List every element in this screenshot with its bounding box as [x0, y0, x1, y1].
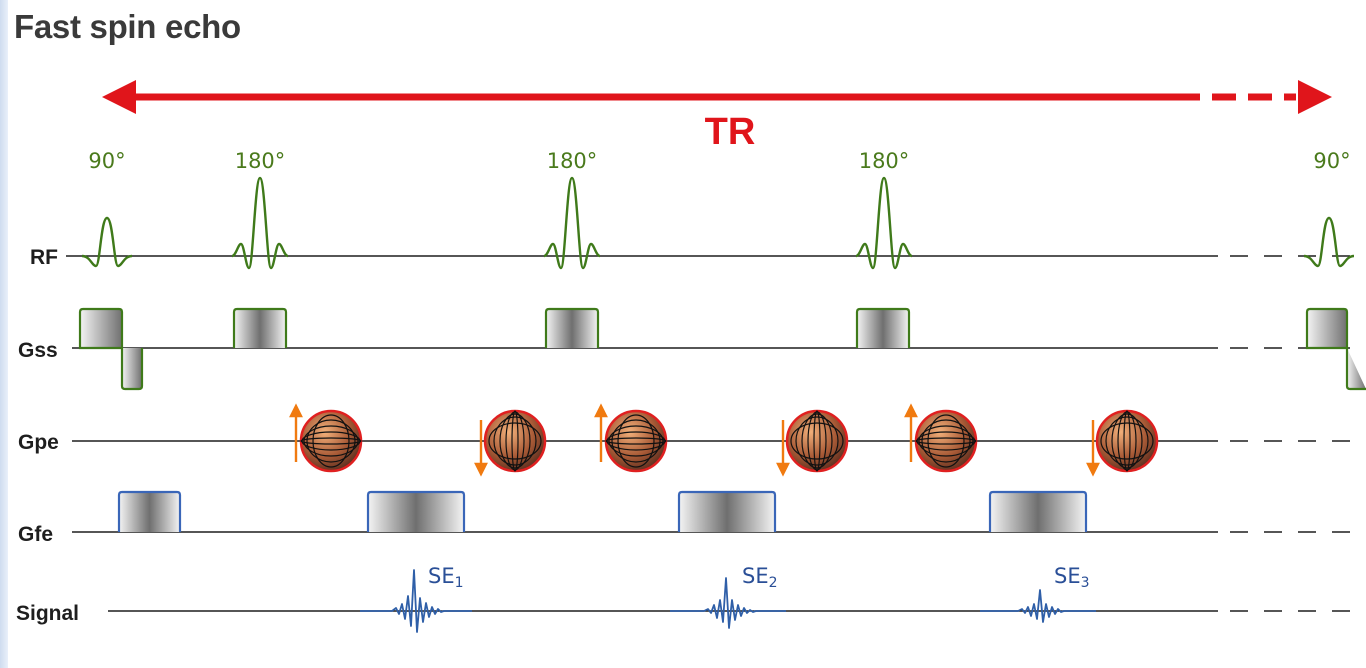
- rf-pulse-180-2: [543, 176, 601, 270]
- rf-pulse-90-end: [1303, 216, 1355, 268]
- gfe-readout-2: [677, 490, 777, 532]
- angle-label-180-3: 180°: [859, 149, 910, 173]
- left-edge-strip: [0, 0, 8, 668]
- echo-label-3: SE3: [1054, 564, 1090, 591]
- gfe-readout-3: [988, 490, 1088, 532]
- phase-blip-5: [914, 409, 978, 473]
- gpe-row-label: Gpe: [18, 431, 59, 454]
- gfe-gradients: [117, 490, 1088, 532]
- down-arrow-icon: [474, 420, 488, 477]
- tr-label: TR: [705, 111, 756, 153]
- down-arrow-icon: [1086, 420, 1100, 477]
- up-arrow-icon: [904, 403, 918, 462]
- phase-blip-4: [785, 409, 849, 473]
- rf-row-label: RF: [30, 246, 58, 269]
- angle-label-90-end: 90°: [1313, 149, 1350, 173]
- gss-row-label: Gss: [18, 339, 58, 362]
- up-arrow-icon: [289, 403, 303, 462]
- gfe-dephase-lobe: [117, 490, 182, 532]
- up-arrow-icon: [594, 403, 608, 462]
- angle-label-90-start: 90°: [88, 149, 125, 173]
- gss-gradients: [78, 307, 1366, 391]
- spin-echo-2: [670, 577, 786, 629]
- phase-blip-6: [1095, 409, 1159, 473]
- rf-pulse-90-start: [81, 216, 133, 268]
- phase-blip-1: [299, 409, 363, 473]
- down-arrow-icon: [776, 420, 790, 477]
- rf-pulse-180-1: [231, 176, 289, 270]
- phase-blip-3: [604, 409, 668, 473]
- angle-label-180-1: 180°: [235, 149, 286, 173]
- gss-rephase-lobe: [120, 348, 144, 391]
- gfe-readout-1: [366, 490, 466, 532]
- spin-echo-3: [980, 589, 1096, 623]
- echo-label-1: SE1: [428, 564, 464, 591]
- spin-echo-1: [360, 569, 472, 633]
- signal-echoes: [360, 569, 1096, 633]
- gss-slice-select-180-3: [855, 307, 911, 348]
- gfe-row-label: Gfe: [18, 523, 53, 546]
- rf-pulse-180-3: [855, 176, 913, 270]
- tr-arrow-left-head: [102, 80, 136, 114]
- signal-row-label: Signal: [16, 602, 79, 625]
- gss-slice-select-90-end: [1305, 307, 1349, 350]
- gss-slice-select-180-1: [232, 307, 288, 348]
- phase-blip-2: [483, 409, 547, 473]
- rf-pulses: [81, 176, 1355, 270]
- tr-arrow: [102, 80, 1332, 114]
- page-title: Fast spin echo: [14, 8, 241, 45]
- angle-label-180-2: 180°: [547, 149, 598, 173]
- phase-arrows: [289, 403, 1100, 477]
- tr-arrow-right-head: [1298, 80, 1332, 114]
- gss-rephase-lobe-end: [1345, 348, 1366, 391]
- gss-slice-select-180-2: [544, 307, 600, 348]
- gss-slice-select-90-start: [78, 307, 124, 350]
- gpe-phase-blips: [289, 403, 1159, 477]
- echo-label-2: SE2: [742, 564, 778, 591]
